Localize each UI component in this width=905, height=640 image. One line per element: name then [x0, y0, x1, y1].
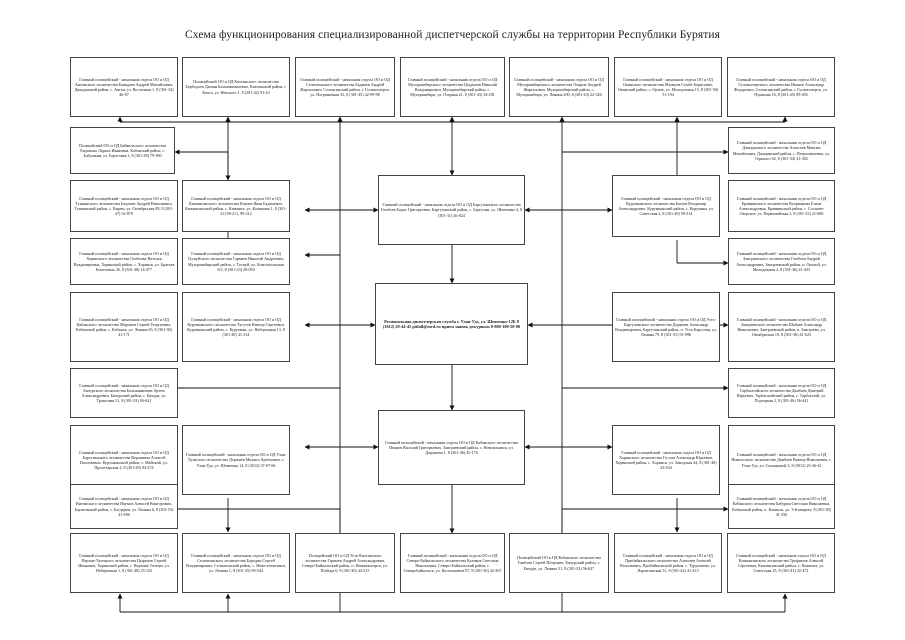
box-top-6: Главный полицейский - начальник отдела О… — [614, 57, 722, 117]
box-bottom-3: Полицейский ОО и ОД Усть-Кяхтинского лес… — [295, 533, 395, 593]
box-right-6: Главный полицейский - начальник отдела О… — [728, 368, 835, 418]
box-left-8: Главный полицейский - начальник отдела О… — [70, 484, 178, 529]
box-left-7: Главный полицейский - начальник отдела О… — [70, 425, 178, 495]
box-bottom-2: Главный полицейский - начальник отдела О… — [182, 533, 290, 593]
box-bottom-7: Главный полицейский - начальник отдела О… — [727, 533, 835, 593]
box-bottom-6: Главный полицейский - начальник отдела О… — [614, 533, 722, 593]
box-right-5: Главный полицейский - начальник отдела О… — [728, 292, 835, 362]
box-bottom-1: Главный полицейский - начальник отдела О… — [70, 533, 178, 593]
box-center-7: Главный полицейский - начальник отдела О… — [378, 410, 525, 485]
box-center2-7: Главный полицейский - начальник отдела О… — [612, 425, 720, 495]
box-top-1: Главный полицейский - начальник отдела О… — [70, 57, 178, 117]
box-left-5: Главный полицейский - начальник отдела О… — [70, 292, 178, 362]
box-bottom-4: Главный полицейский - начальник отдела О… — [400, 533, 505, 593]
box-right-3: Главный полицейский - начальник отдела О… — [728, 180, 835, 232]
box-top-3: Главный полицейский - начальник отдела О… — [295, 57, 395, 117]
box-center2-5: Главный полицейский - начальник отдела О… — [612, 292, 720, 362]
box-right-2: Главный полицейский - начальник отдела О… — [728, 127, 835, 174]
box-left2-3: Главный полицейский - начальник отдела О… — [182, 180, 290, 232]
box-right-7: Главный полицейский - начальник отдела О… — [728, 425, 835, 495]
box-center-regional: Региональная диспетчерская служба г. Ула… — [375, 283, 528, 365]
box-right-4: Главный полицейский - начальник отдела О… — [728, 238, 835, 285]
box-left-6: Главный полицейский - начальник отдела О… — [70, 368, 178, 418]
box-top-7: Главный полицейский - начальник отдела О… — [727, 57, 835, 117]
box-top-4: Главный полицейский - начальник отдела О… — [400, 57, 505, 117]
box-top-5: Главный полицейский - начальник отдела О… — [509, 57, 609, 117]
box-top-2: Полицейский ОО и ОД Кяхтинского лесничес… — [182, 57, 290, 117]
box-bottom-5: Полицейский ОО и ОД Кабанского лесничест… — [509, 533, 609, 593]
box-right-8: Главный полицейский - начальник отдела О… — [728, 484, 835, 529]
box-left-4: Главный полицейский - начальник отдела О… — [70, 238, 178, 285]
box-left2-4: Главный полицейский - начальник отдела О… — [182, 238, 290, 285]
box-right2-3: Главный полицейский - начальник отдела О… — [612, 175, 720, 237]
box-left2-7: Главный полицейский - начальник отдела О… — [182, 425, 290, 495]
page-title: Схема функционирования специализированно… — [185, 29, 720, 41]
box-left-2: Полицейский ОО и ОД Байкальского лесниче… — [70, 127, 175, 174]
box-left2-5: Главный полицейский - начальник отдела О… — [182, 292, 290, 362]
box-left-3: Главный полицейский - начальник отдела О… — [70, 180, 178, 232]
box-center-3: Главный полицейский - начальник отдела О… — [378, 175, 525, 245]
